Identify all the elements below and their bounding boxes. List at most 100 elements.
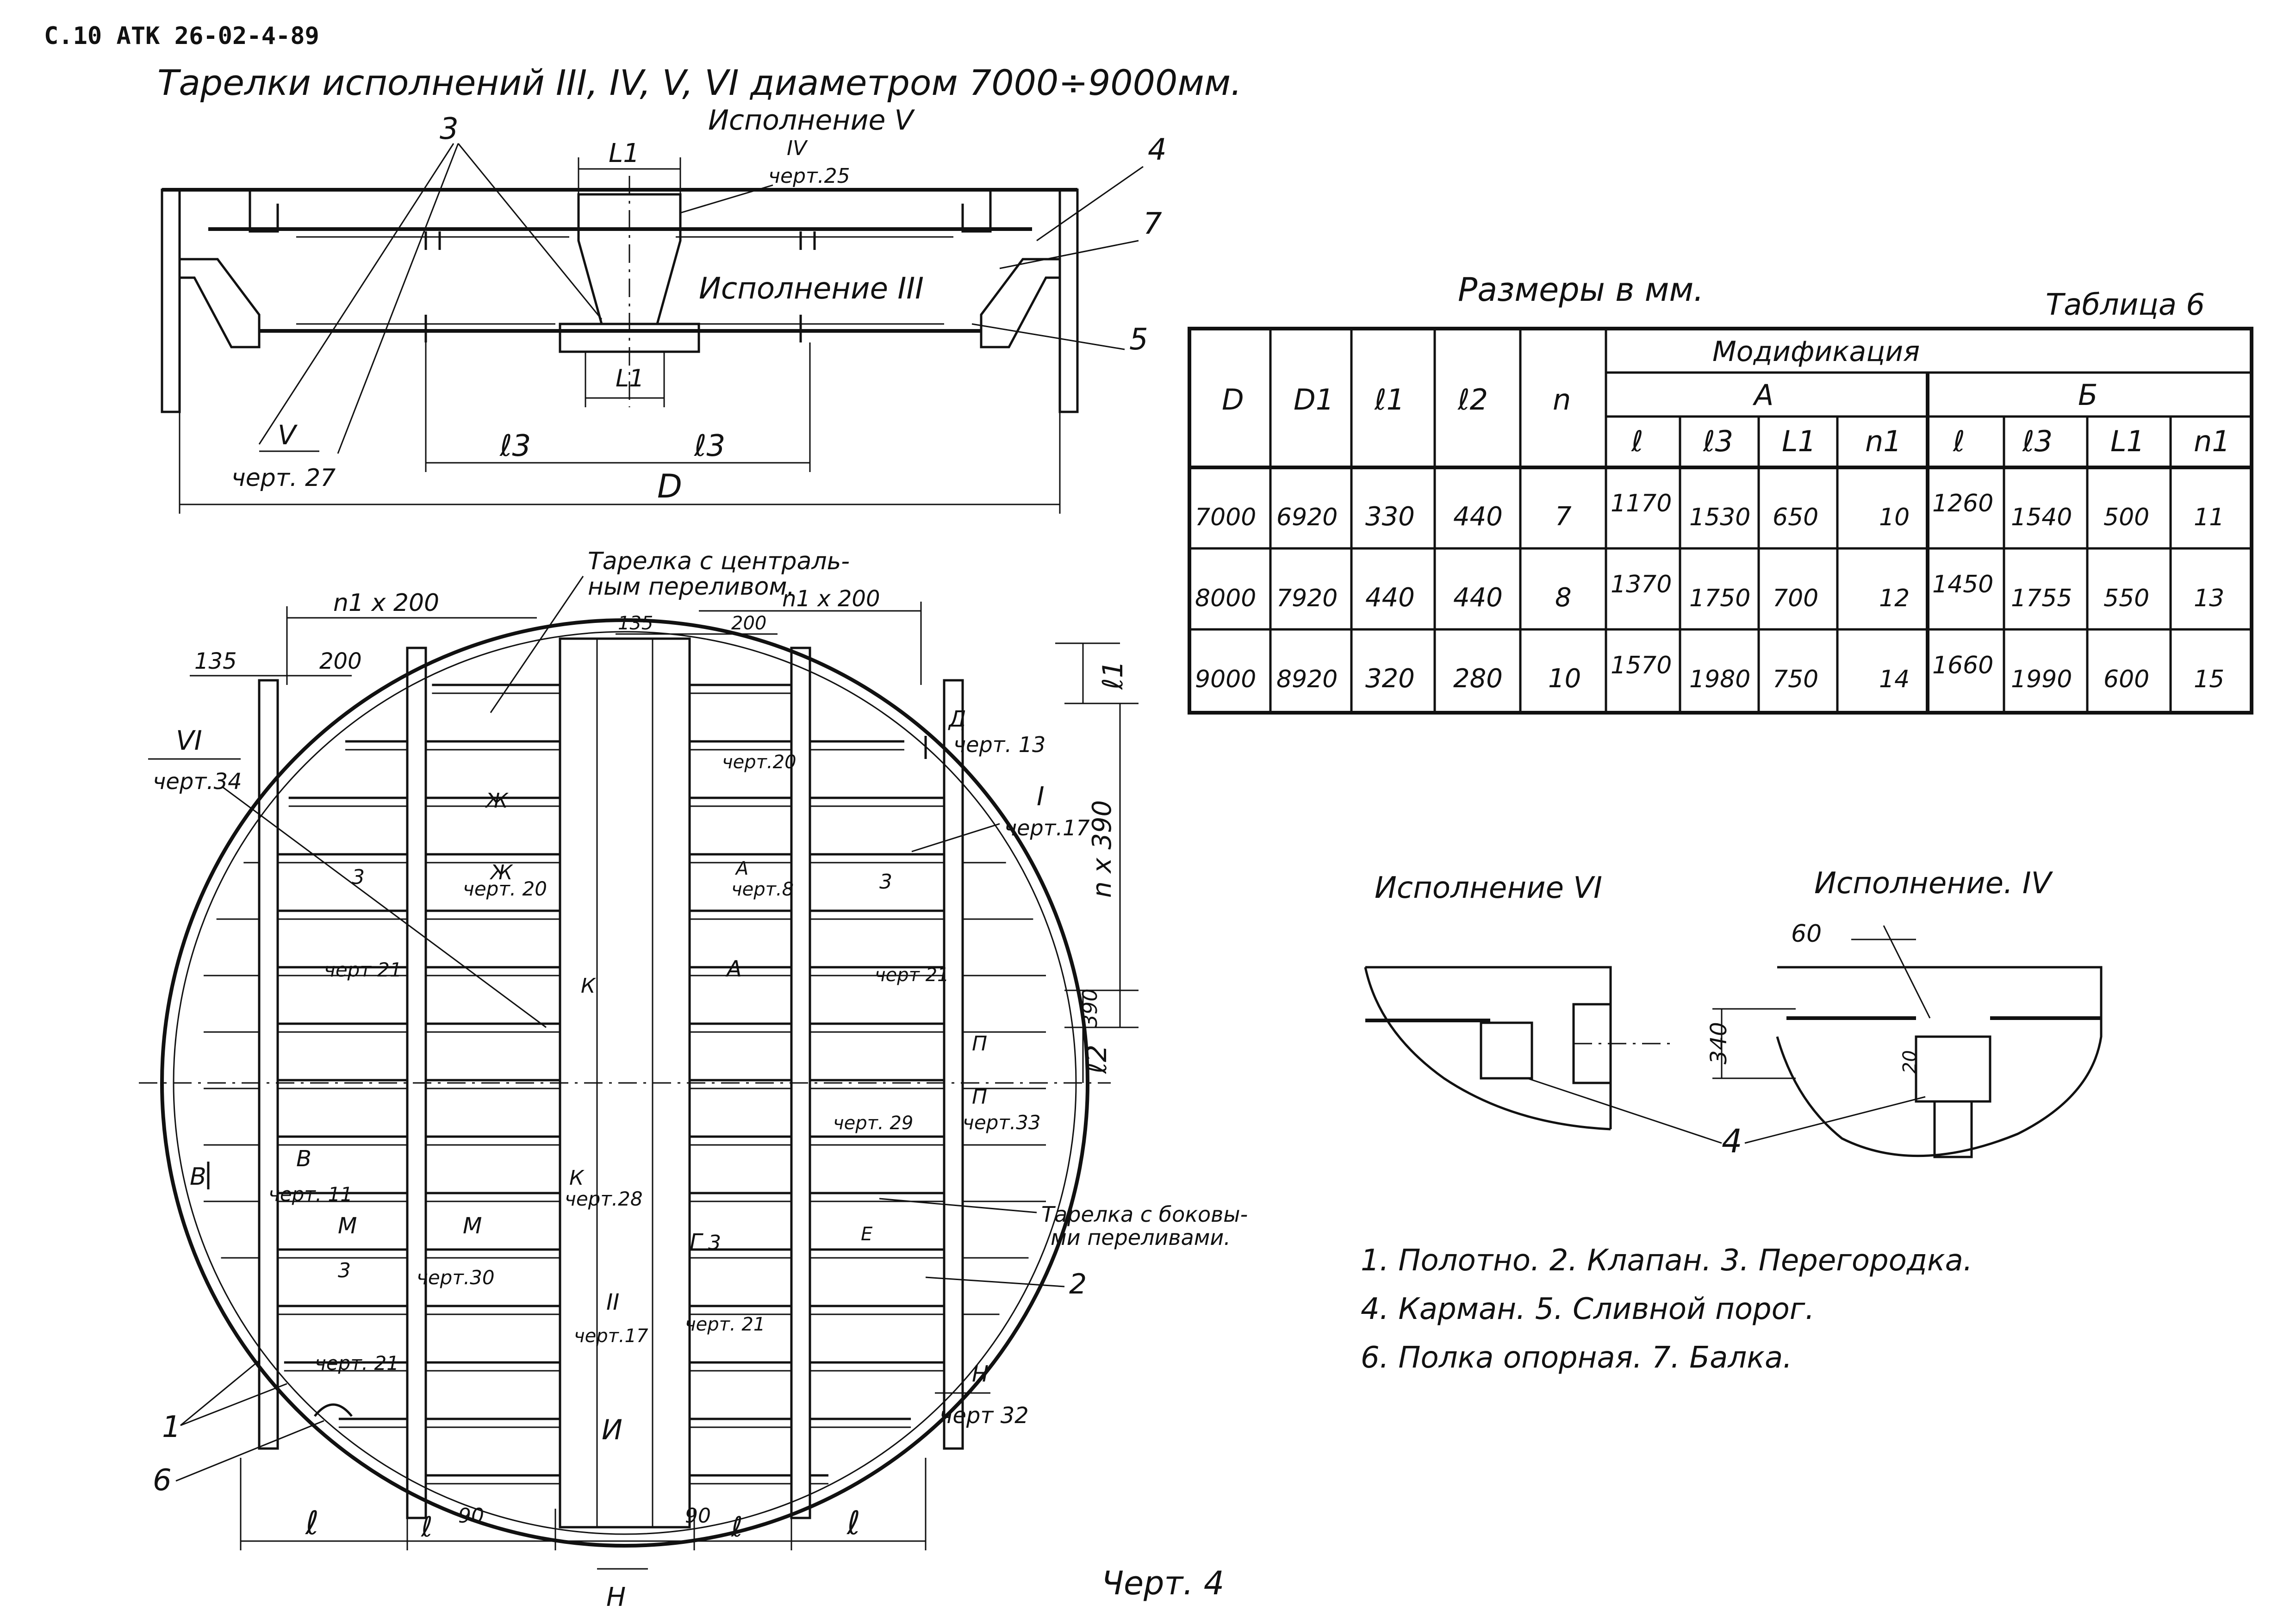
cell-n: 10 <box>1548 664 1581 694</box>
cell-D1: 7920 <box>1276 585 1338 612</box>
dim-20: 20 <box>1899 1050 1921 1074</box>
cell-a-n1: 10 <box>1879 504 1910 531</box>
cell-l2: 280 <box>1453 664 1503 694</box>
dim-D: D <box>657 467 682 505</box>
cell-b-l: 1660 <box>1932 652 1993 679</box>
vessel-shell-outer <box>160 618 1089 1548</box>
legend-line-2: 4. Карман. 5. Сливной порог. <box>1361 1292 1815 1326</box>
header-a-n1: n1 <box>1865 424 1902 458</box>
dim-n1x200-right: n1 x 200 <box>782 586 880 612</box>
ref-iv-sheet: черт.25 <box>768 164 850 188</box>
dim-l3-left: ℓ3 <box>499 429 531 463</box>
ref-3c: 3 <box>879 870 892 894</box>
header-D1: D1 <box>1294 383 1334 417</box>
drawing-number: Черт. 4 <box>1101 1564 1224 1602</box>
legend-line-1: 1. Полотно. 2. Клапан. 3. Перегородка. <box>1361 1244 1972 1278</box>
dim-nx390: n x 390 <box>1087 800 1117 898</box>
document-code: С.10 АТК 26-02-4-89 <box>44 22 319 50</box>
dim-L1-top: L1 <box>609 138 640 168</box>
header-a-L1: L1 <box>1782 424 1816 458</box>
cell-l1: 440 <box>1365 583 1415 613</box>
label-variant-vi: Исполнение VI <box>1375 871 1602 905</box>
header-l2: ℓ2 <box>1457 383 1488 417</box>
cell-a-l: 1370 <box>1611 571 1672 598</box>
header-D: D <box>1222 383 1244 417</box>
cell-b-l: 1450 <box>1932 571 1993 598</box>
dim-n1x200-left: n1 x 200 <box>333 589 439 617</box>
detail-pos-4: 4 <box>1722 1122 1742 1160</box>
header-a-l: ℓ <box>1631 424 1643 458</box>
pos-7: 7 <box>1143 207 1162 241</box>
header-b-l3: ℓ3 <box>2022 424 2053 458</box>
dim-l3-right: ℓ3 <box>694 429 725 463</box>
dim-390: 390 <box>1078 989 1102 1027</box>
pos-1: 1 <box>162 1410 181 1444</box>
ref-3a: 3 <box>352 865 365 889</box>
dim-l1: ℓ1 <box>1097 660 1129 690</box>
dim-L1-bottom: L1 <box>616 365 644 392</box>
ref-ch8: черт.8 <box>731 879 794 900</box>
ref-V2: В <box>190 1163 206 1191</box>
label-variant-v: Исполнение V <box>708 104 915 137</box>
cell-b-n1: 15 <box>2194 665 2224 693</box>
dim-l-2: ℓ <box>421 1511 433 1543</box>
table-caption: Таблица 6 <box>2046 288 2205 322</box>
dim-90-left: 90 <box>458 1504 484 1528</box>
cell-D1: 6920 <box>1276 504 1338 531</box>
ref-ch21c: черт. 21 <box>315 1352 399 1374</box>
cell-b-L1: 550 <box>2103 585 2149 612</box>
cell-a-L1: 700 <box>1773 585 1818 612</box>
ref-ch17: черт.17 <box>574 1325 648 1347</box>
cell-a-l3: 1980 <box>1689 665 1750 693</box>
cell-l1: 330 <box>1365 502 1415 532</box>
ref-Zh1: Ж <box>485 789 509 813</box>
dim-135-left: 135 <box>194 648 237 674</box>
ref-ch21d: черт 21 <box>875 964 949 986</box>
ref-Zh2: Ж <box>489 861 513 884</box>
vessel-wall-left <box>161 188 181 413</box>
header-group-a: А <box>1752 378 1773 412</box>
cell-a-L1: 650 <box>1773 504 1818 531</box>
ref-A1: А <box>734 858 748 879</box>
cell-D1: 8920 <box>1276 665 1338 693</box>
ref-K2: К <box>569 1166 585 1190</box>
central-tray-note-2: ным переливом. <box>588 573 795 601</box>
ref-P2: П <box>972 1032 987 1056</box>
ref-E: Е <box>861 1224 873 1245</box>
ref-ch28: черт.28 <box>565 1188 643 1210</box>
cell-l2: 440 <box>1453 502 1503 532</box>
cell-D: 9000 <box>1195 665 1256 693</box>
ref-V-sheet: черт. 11 <box>268 1183 353 1206</box>
ref-G: Г <box>690 1229 703 1255</box>
legend-line-3: 6. Полка опорная. 7. Балка. <box>1361 1341 1792 1375</box>
ref-ch21b: черт. 21 <box>685 1314 765 1335</box>
dim-90-right: 90 <box>685 1504 711 1528</box>
pos-6: 6 <box>153 1463 172 1498</box>
dim-l-3: ℓ <box>731 1511 743 1543</box>
pos-2: 2 <box>1069 1268 1087 1300</box>
ref-iv: IV <box>787 137 808 160</box>
cell-b-n1: 13 <box>2194 585 2224 612</box>
drawing-title: Тарелки исполнений III, IV, V, VI диамет… <box>157 62 1242 103</box>
cell-l2: 440 <box>1453 583 1503 613</box>
header-b-n1: n1 <box>2194 424 2230 458</box>
header-b-L1: L1 <box>2110 424 2145 458</box>
cell-b-l3: 1990 <box>2011 665 2072 693</box>
side-tray-note-2: ми переливами. <box>1051 1225 1231 1250</box>
ref-II: II <box>606 1289 619 1315</box>
table-row: 7000 6920 330 440 7 1170 1530 650 10 126… <box>1195 490 2224 532</box>
cell-b-L1: 500 <box>2103 504 2149 531</box>
dim-200-right: 200 <box>731 613 766 634</box>
pos-5: 5 <box>1129 323 1148 357</box>
dim-340: 340 <box>1706 1022 1732 1064</box>
ref-M1: М <box>338 1213 357 1239</box>
plan-view: n1 x 200 135 200 n1 x 200 135 200 Тарелк… <box>139 547 1248 1612</box>
cell-D: 7000 <box>1195 504 1256 531</box>
ref-3b: 3 <box>338 1259 351 1282</box>
central-tray-note-1: Тарелка с централь- <box>588 547 850 575</box>
ref-I-bottom: И <box>602 1414 622 1446</box>
ref-ch20b: черт.20 <box>722 752 796 773</box>
ref-ch29: черт. 29 <box>833 1113 913 1134</box>
dim-135-right: 135 <box>618 613 653 634</box>
